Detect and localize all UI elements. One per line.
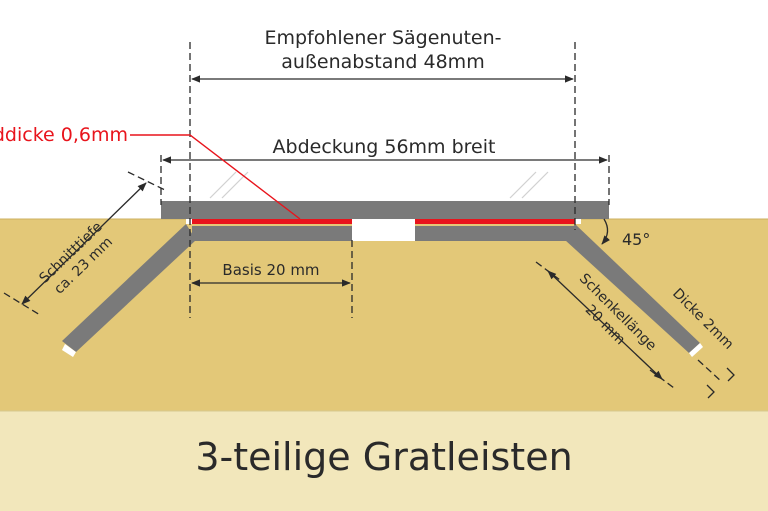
thickness-arrows — [706, 367, 735, 399]
cover-strip — [161, 201, 609, 219]
base-label: Basis 20 mm — [222, 261, 319, 279]
hatch-marks — [209, 171, 549, 199]
wall-leader-line — [130, 134, 301, 220]
base-strip-left — [192, 226, 352, 241]
center-gap — [352, 219, 415, 241]
guide-lines — [3, 42, 723, 389]
dim-leg — [547, 270, 663, 380]
wall-label: Wanddicke 0,6mm — [0, 124, 128, 146]
page-title: 3-teilige Gratleisten — [195, 435, 572, 479]
wall-layer-left — [192, 219, 352, 224]
angle-arc — [601, 218, 611, 245]
title-band — [0, 411, 768, 511]
cover-label: Abdeckung 56mm breit — [273, 136, 496, 158]
wall-layer-right — [415, 219, 575, 224]
dim-cut-depth — [21, 182, 147, 305]
angle-label: 45° — [622, 230, 650, 249]
dimension-lines — [21, 75, 663, 380]
recommended-label-line2: außenabstand 48mm — [281, 51, 484, 73]
base-strip-right — [415, 226, 575, 241]
recommended-label-line1: Empfohlener Sägenuten- — [264, 27, 501, 49]
